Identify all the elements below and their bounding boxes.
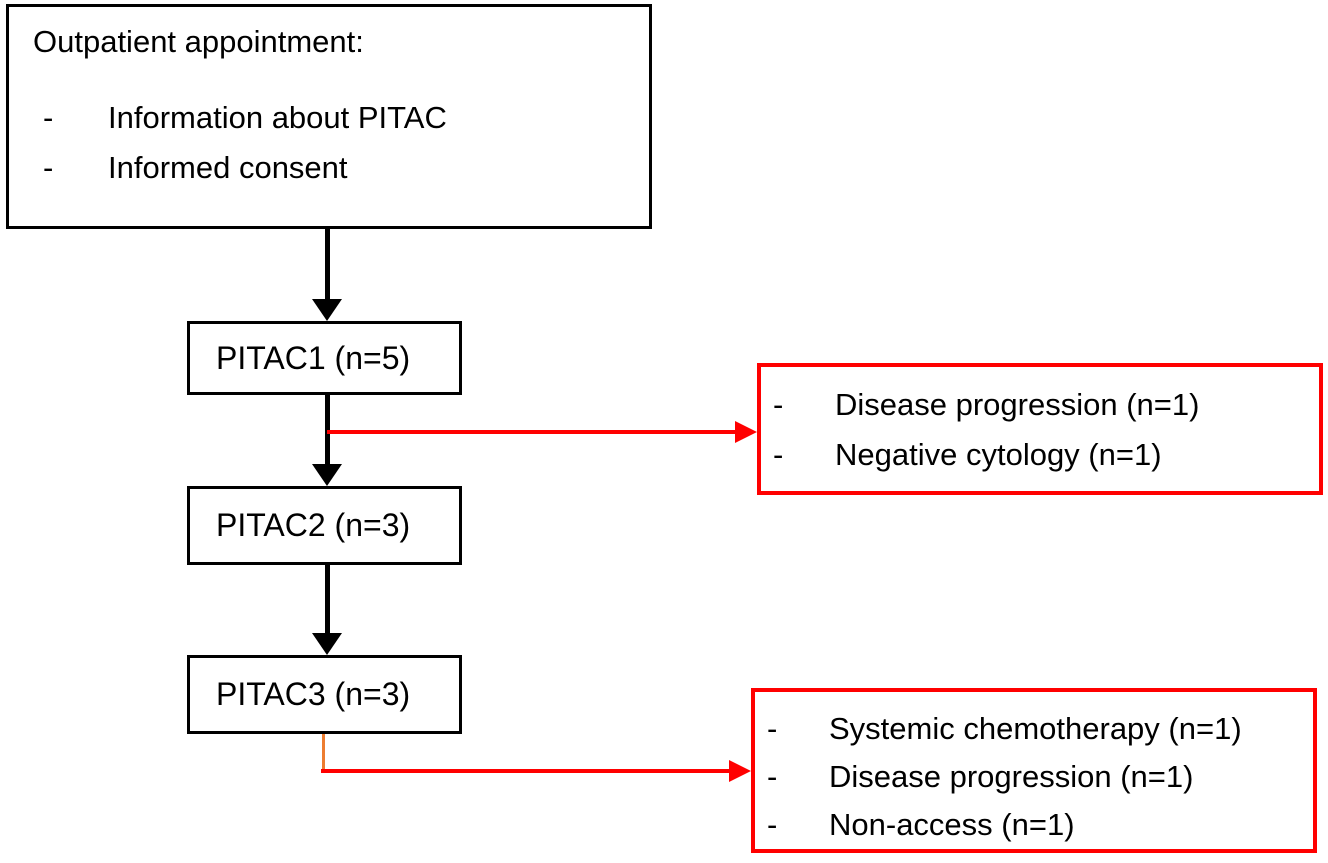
flow-arrow-shaft	[325, 565, 330, 633]
stage-label: PITAC1 (n=5)	[216, 339, 411, 376]
list-item-label: Information about PITAC	[108, 100, 447, 135]
dropout-item: - Non-access (n=1)	[755, 801, 1313, 849]
dash-bullet: -	[43, 150, 54, 185]
dash-bullet: -	[767, 807, 778, 842]
dropout-item-label: Negative cytology (n=1)	[835, 437, 1162, 472]
outpatient-appointment-box: Outpatient appointment: - Information abo…	[6, 4, 652, 229]
dash-bullet: -	[767, 759, 778, 794]
dropout-box-1: - Disease progression (n=1) - Negative cyt…	[757, 363, 1323, 495]
dropout-arrow-shaft	[327, 430, 737, 434]
flow-arrow-shaft	[325, 229, 330, 301]
dropout-item-label: Systemic chemotherapy (n=1)	[829, 711, 1242, 746]
dropout-item-label: Disease progression (n=1)	[829, 759, 1194, 794]
dropout-item: - Disease progression (n=1)	[755, 753, 1313, 801]
dropout-item: - Systemic chemotherapy (n=1)	[755, 705, 1313, 753]
outpatient-box-title: Outpatient appointment:	[33, 24, 364, 59]
dropout-box-2: - Systemic chemotherapy (n=1) - Disease pr…	[751, 688, 1317, 853]
dash-bullet: -	[43, 100, 54, 135]
dropout-item: - Negative cytology (n=1)	[761, 430, 1319, 480]
dash-bullet: -	[773, 387, 784, 422]
flow-arrow-shaft	[325, 395, 330, 464]
dropout-arrow-shaft	[321, 769, 731, 773]
dash-bullet: -	[773, 437, 784, 472]
arrow-down-head-icon	[312, 633, 342, 655]
stage-label: PITAC3 (n=3)	[216, 676, 411, 712]
arrow-right-head-icon	[729, 760, 751, 782]
list-item: - Information about PITAC	[33, 93, 649, 143]
dropout-item-label: Disease progression (n=1)	[835, 387, 1200, 422]
dropout-item: - Disease progression (n=1)	[761, 380, 1319, 430]
stage-label: PITAC2 (n=3)	[216, 507, 411, 543]
dropout-item-label: Non-access (n=1)	[829, 807, 1075, 842]
stage-box-pitac1: PITAC1 (n=5)	[187, 321, 462, 395]
dash-bullet: -	[767, 711, 778, 746]
connector-stub	[322, 734, 325, 770]
arrow-right-head-icon	[735, 421, 757, 443]
list-item-label: Informed consent	[108, 150, 348, 185]
arrow-down-head-icon	[312, 464, 342, 486]
stage-box-pitac2: PITAC2 (n=3)	[187, 486, 462, 565]
stage-box-pitac3: PITAC3 (n=3)	[187, 655, 462, 734]
list-item: - Informed consent	[33, 143, 649, 193]
arrow-down-head-icon	[312, 299, 342, 321]
outpatient-item-list: - Information about PITAC - Informed conse…	[33, 93, 649, 193]
